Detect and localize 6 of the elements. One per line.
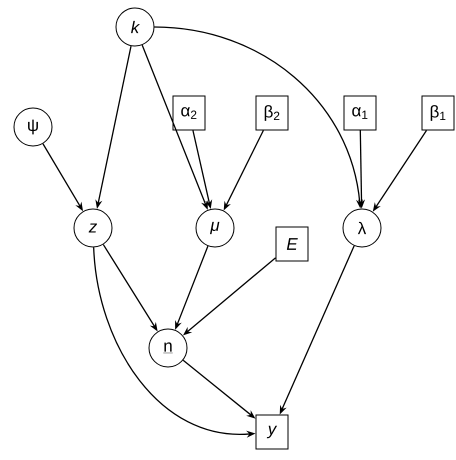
parameter-box: α$_{2}$ [172, 96, 206, 130]
parameter-box: β$_{2}$ [256, 96, 288, 130]
parameter-box: α$_{1}$ [344, 96, 376, 130]
parameter-box: y [256, 414, 288, 450]
parameter-box: β$_{1}$ [422, 96, 454, 130]
parameter-box: E [276, 226, 308, 262]
